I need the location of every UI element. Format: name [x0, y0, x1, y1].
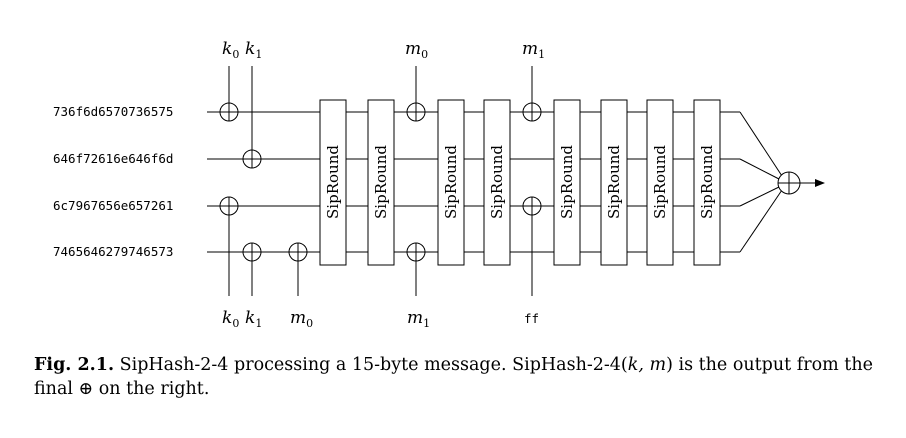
sipround-box-4 [483, 99, 511, 266]
sipround-label-7: SipRound [651, 145, 669, 219]
siproung-box-1 [319, 99, 347, 266]
caption-args: k, m [627, 355, 667, 375]
bottom-label-k0: k0 [222, 308, 239, 330]
xor-m0-v3 [288, 242, 308, 262]
caption-text-after: ) is the output from the final ⊕ on the … [34, 355, 873, 399]
caption-text-before: SipHash-2-4 processing a 15-byte message… [114, 355, 628, 375]
xor-k0-v2 [219, 196, 239, 216]
state-label-v1: 646f72616e646f6d [53, 151, 173, 166]
xor-k0-v0 [219, 102, 239, 122]
xor-m0-v0 [406, 102, 426, 122]
sipround-box-3 [437, 99, 465, 266]
merge-line-v2 [739, 186, 780, 207]
siphash-diagram: 736f6d6570736575 646f72616e646f6d 6c7967… [53, 39, 825, 330]
sipround-label-3: SipRound [442, 145, 460, 219]
sipround-label-5: SipRound [558, 145, 576, 219]
sipround-label-2: SipRound [372, 145, 390, 219]
merge-line-v1 [739, 158, 780, 180]
merge-line-v3 [739, 189, 783, 253]
sipround-box-2 [367, 99, 395, 266]
bottom-label-k1: k1 [245, 308, 262, 330]
top-label-k0: k0 [222, 39, 239, 61]
merge-line-v0 [739, 111, 783, 177]
sipround-box-5 [553, 99, 581, 266]
final-xor [777, 171, 801, 195]
top-label-k1: k1 [245, 39, 262, 61]
sipround-box-8 [693, 99, 721, 266]
state-label-v0: 736f6d6570736575 [53, 104, 173, 119]
sipround-label-1: SipRound [324, 145, 342, 219]
sipround-label-4: SipRound [488, 145, 506, 219]
sipround-box-6 [600, 99, 628, 266]
state-label-v2: 6c7967656e657261 [53, 198, 173, 213]
sipround-label-8: SipRound [698, 145, 716, 219]
figure-label: Fig. 2.1. [34, 355, 115, 375]
top-label-m1: m1 [522, 39, 545, 61]
xor-m1-v3 [406, 242, 426, 262]
state-label-v3: 7465646279746573 [53, 244, 173, 259]
xor-k1-v3 [242, 242, 262, 262]
bottom-label-m0: m0 [290, 308, 313, 330]
bottom-label-ff: ff [524, 311, 539, 326]
sipround-label-6: SipRound [605, 145, 623, 219]
xor-k1-v1 [242, 149, 262, 169]
top-label-m0: m0 [405, 39, 428, 61]
xor-ff-v2 [522, 196, 542, 216]
xor-m1-v0 [522, 102, 542, 122]
sipround-box-7 [646, 99, 674, 266]
figure-caption: Fig. 2.1. SipHash-2-4 processing a 15-by… [34, 353, 884, 401]
bottom-label-m1: m1 [407, 308, 430, 330]
